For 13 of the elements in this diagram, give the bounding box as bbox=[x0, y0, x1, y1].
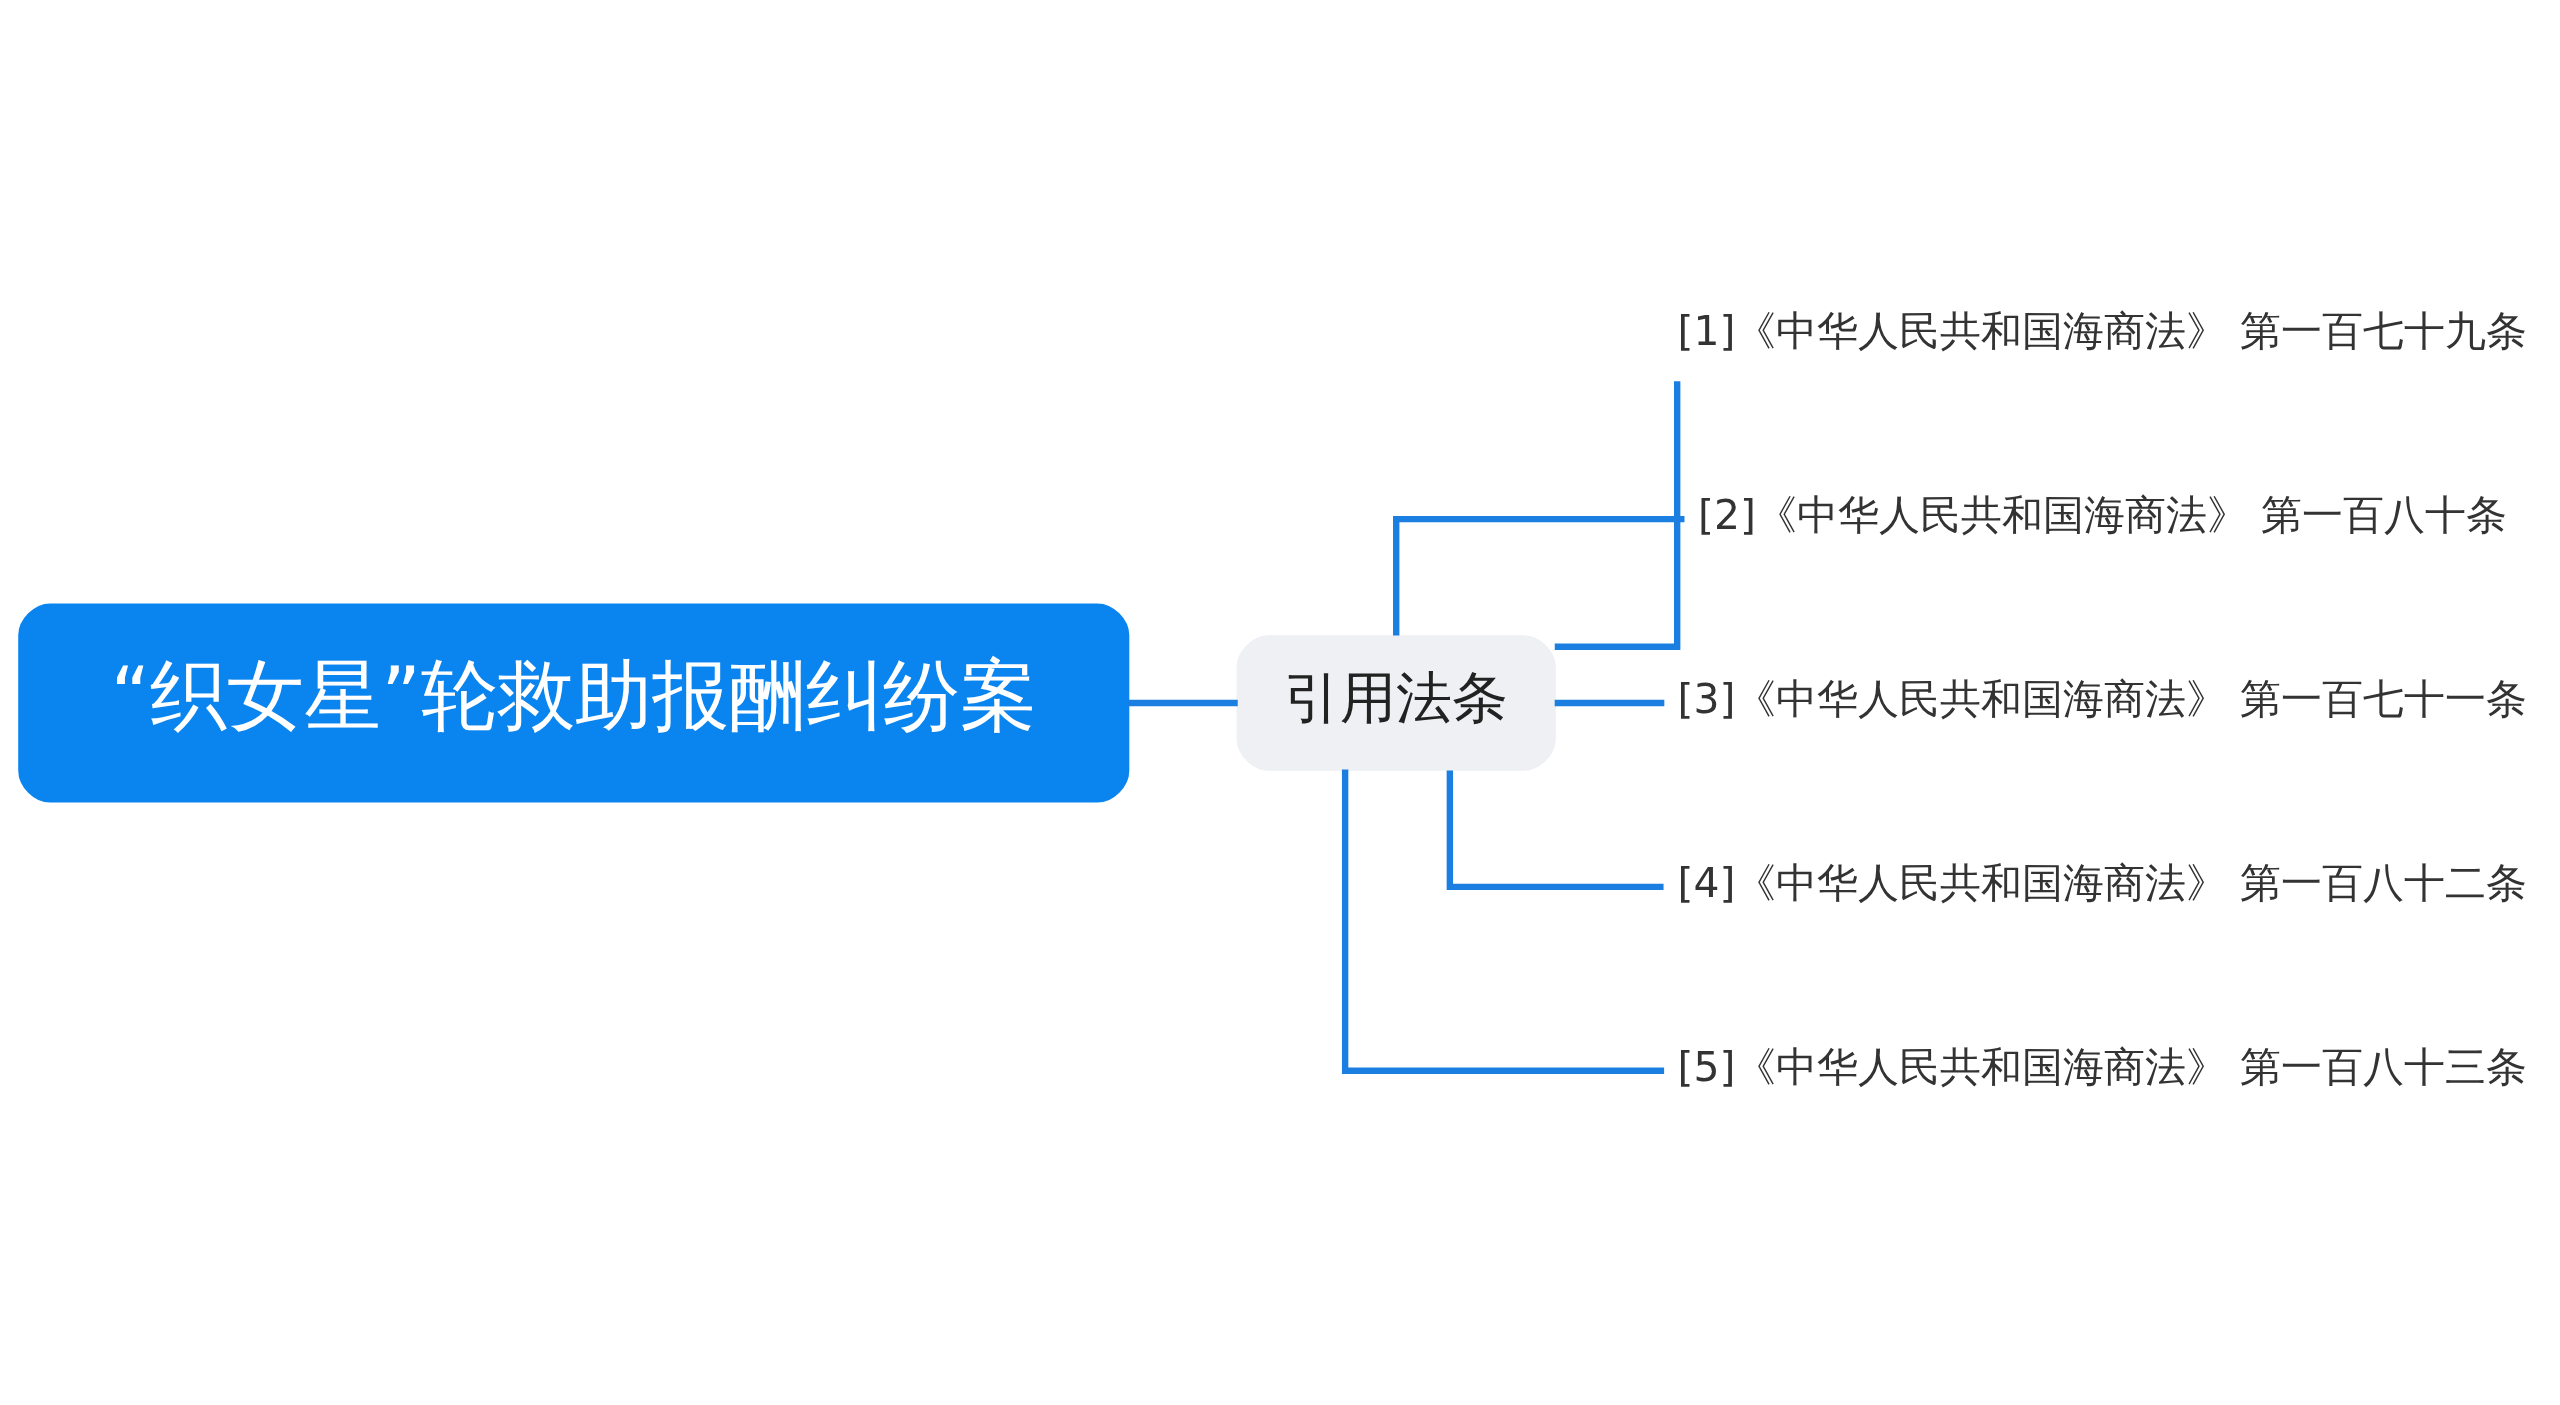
connector bbox=[1341, 769, 1665, 1074]
node-text: [4]《中华人民共和国海商法》 第一百八十二条 bbox=[1677, 858, 2528, 907]
node-box: 引用法条 bbox=[1236, 634, 1556, 771]
node-text: [2]《中华人民共和国海商法》 第一百八十条 bbox=[1698, 490, 2507, 539]
node-text: [5]《中华人民共和国海商法》 第一百八十三条 bbox=[1677, 1042, 2528, 1091]
connector bbox=[1554, 699, 1665, 706]
node-box: “织女星”轮救助报酬纠纷案 bbox=[18, 602, 1130, 803]
connector bbox=[1446, 769, 1664, 890]
node-text: [3]《中华人民共和国海商法》 第一百七十一条 bbox=[1677, 674, 2528, 723]
connector bbox=[1128, 699, 1238, 706]
node-text: [1]《中华人民共和国海商法》 第一百七十九条 bbox=[1677, 306, 2528, 355]
connector bbox=[1554, 380, 1681, 650]
connector bbox=[1393, 515, 1685, 636]
